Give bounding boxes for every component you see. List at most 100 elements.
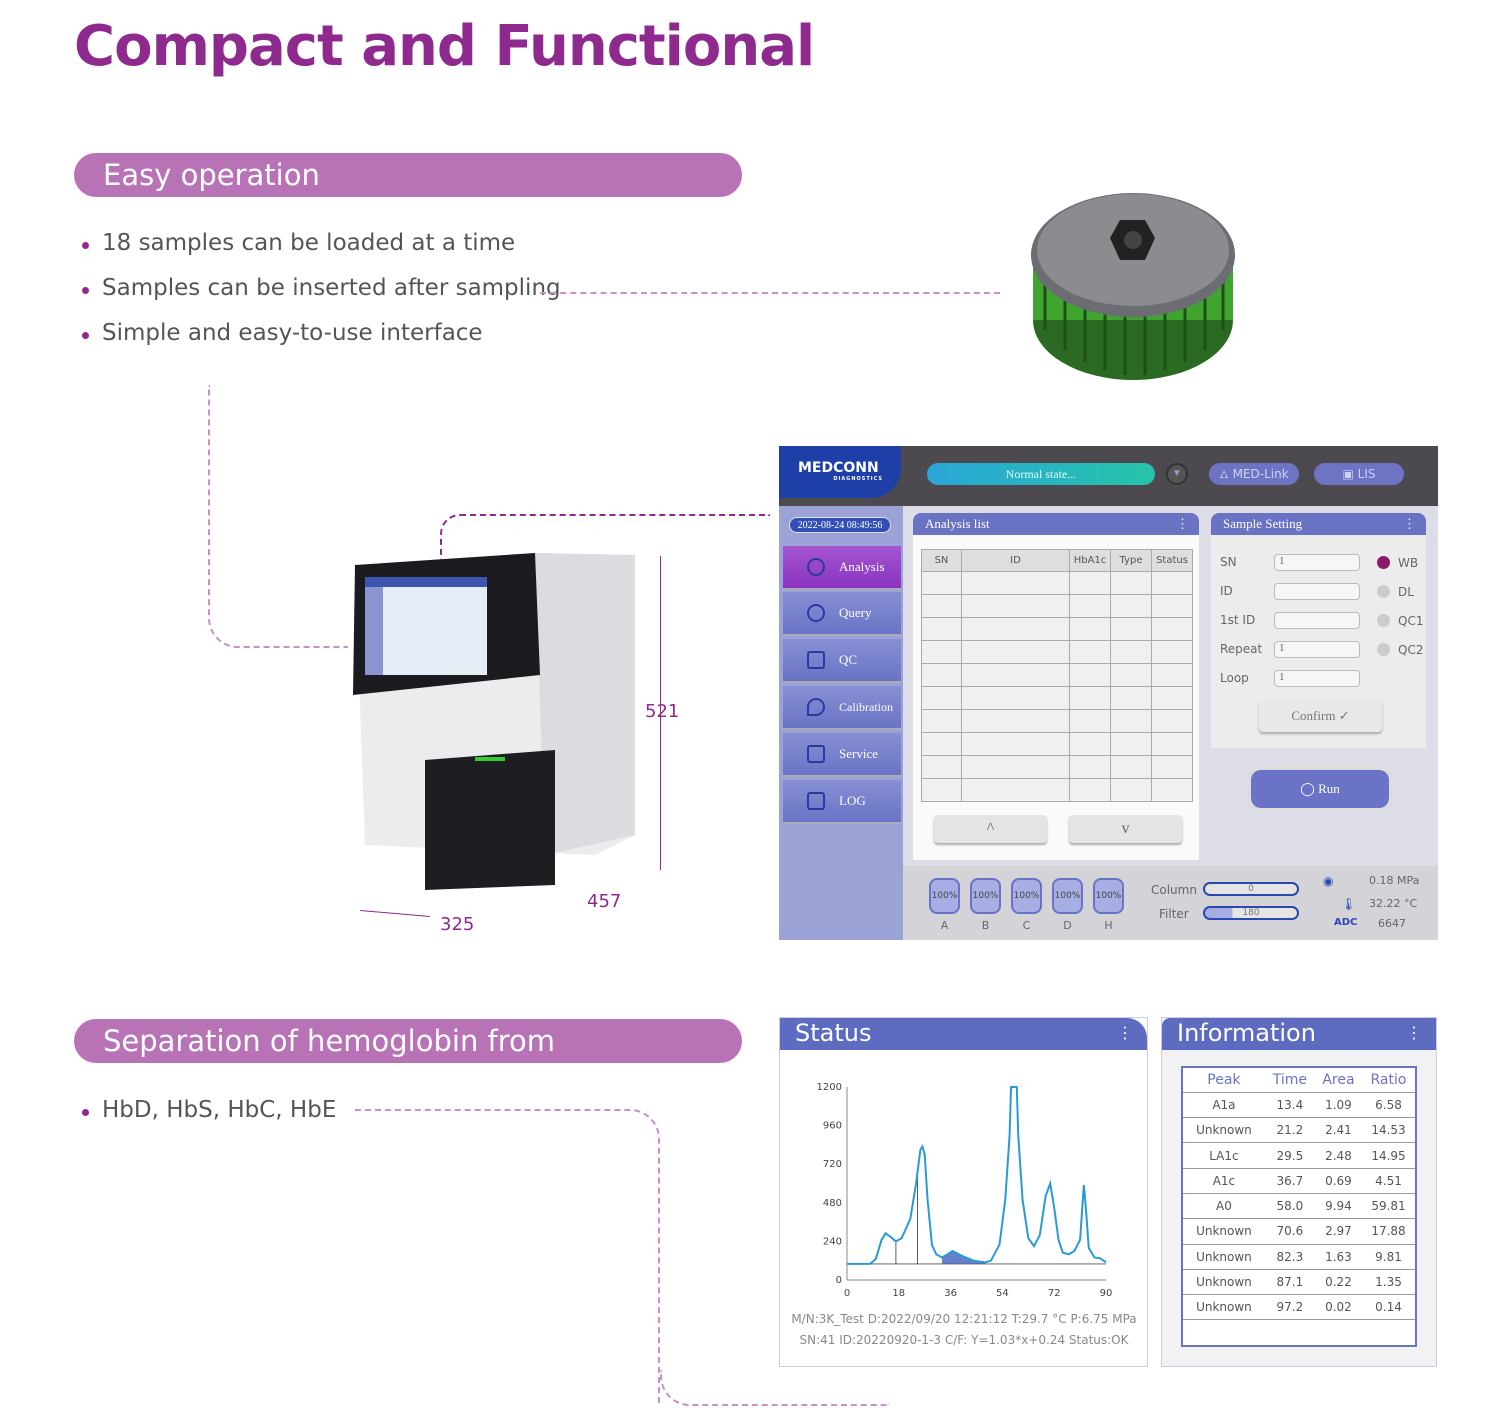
- connector-line: [208, 385, 348, 648]
- repeat-input[interactable]: 1: [1274, 641, 1360, 658]
- first-id-input[interactable]: [1274, 612, 1360, 629]
- run-button[interactable]: ◯ Run: [1251, 770, 1389, 808]
- height-dimension-line: [660, 556, 661, 870]
- radio-dl[interactable]: [1377, 585, 1390, 598]
- nav-query[interactable]: Query: [783, 592, 901, 636]
- dl-label: DL: [1398, 585, 1414, 599]
- x-tick-label: 0: [844, 1288, 850, 1299]
- reagent-label: A: [940, 919, 949, 932]
- id-label: ID: [1220, 584, 1233, 598]
- pressure-icon: ◉: [1323, 874, 1334, 888]
- qc-icon: [807, 651, 825, 669]
- confirm-button[interactable]: Confirm ✓: [1259, 700, 1382, 732]
- wb-label: WB: [1398, 556, 1419, 570]
- nav-qc[interactable]: QC: [783, 639, 901, 683]
- thermometer-icon: 🌡: [1341, 897, 1357, 911]
- dropdown-button[interactable]: ▼: [1166, 463, 1188, 485]
- loop-label: Loop: [1220, 671, 1249, 685]
- nav-analysis[interactable]: Analysis: [783, 546, 901, 590]
- lis-button[interactable]: ▣ LIS: [1314, 463, 1404, 485]
- sn-label: SN: [1220, 555, 1237, 569]
- card-title: Information: [1177, 1019, 1316, 1047]
- more-icon[interactable]: ⋮: [1117, 1023, 1133, 1042]
- temperature-value: 32.22 °C: [1369, 897, 1418, 910]
- filter-counter: 180: [1203, 906, 1299, 920]
- med-link-button[interactable]: ⛼ MED-Link: [1209, 463, 1299, 485]
- x-tick-label: 72: [1048, 1288, 1061, 1299]
- bullet: Simple and easy-to-use interface: [80, 320, 561, 365]
- width-dimension-line: [360, 909, 430, 918]
- run-meta: M/N:3K_Test D:2022/09/20 12:21:12 T:29.7…: [791, 1312, 1137, 1326]
- pressure-value: 0.18 MPa: [1369, 874, 1420, 887]
- radio-qc1[interactable]: [1377, 614, 1390, 627]
- reagent-b: 100%: [970, 878, 1001, 914]
- id-input[interactable]: [1274, 583, 1360, 600]
- bullet: 18 samples can be loaded at a time: [80, 230, 561, 275]
- width-dimension: 325: [440, 914, 475, 935]
- reagent-label: C: [1022, 919, 1031, 932]
- loop-input[interactable]: 1: [1274, 670, 1360, 687]
- x-tick-label: 36: [944, 1288, 957, 1299]
- y-tick-label: 1200: [817, 1082, 842, 1093]
- scroll-up-button[interactable]: ^: [934, 815, 1047, 843]
- reagent-c: 100%: [1011, 878, 1042, 914]
- x-tick-label: 54: [996, 1288, 1009, 1299]
- bullet: HbD, HbS, HbC, HbE: [80, 1097, 336, 1142]
- state-indicator: Normal state...: [927, 463, 1155, 485]
- adc-label: ADC: [1334, 917, 1358, 928]
- filter-label: Filter: [1159, 907, 1189, 921]
- feature-list: 18 samples can be loaded at a time Sampl…: [80, 230, 561, 365]
- page-title: Compact and Functional: [74, 14, 815, 79]
- datetime: 2022-08-24 08:49:56: [789, 517, 891, 533]
- service-icon: [807, 745, 825, 763]
- more-icon[interactable]: ⋮: [1176, 516, 1189, 531]
- nav-service[interactable]: Service: [783, 733, 901, 777]
- qc1-label: QC1: [1398, 614, 1424, 628]
- column-label: Column: [1151, 883, 1197, 897]
- reagent-label: B: [981, 919, 990, 932]
- search-icon: [807, 604, 825, 622]
- calibration-icon: [807, 698, 825, 716]
- repeat-label: Repeat: [1220, 642, 1263, 656]
- y-tick-label: 960: [823, 1121, 842, 1132]
- sn-input[interactable]: 1: [1274, 554, 1360, 571]
- scroll-down-button[interactable]: v: [1069, 815, 1182, 843]
- section-heading-easy-operation: Easy operation: [74, 153, 742, 197]
- qc2-label: QC2: [1398, 643, 1424, 657]
- reagent-label: D: [1063, 919, 1072, 932]
- more-icon[interactable]: ⋮: [1406, 1023, 1422, 1042]
- reagent-label: H: [1104, 919, 1113, 932]
- clipboard-icon: [807, 792, 825, 810]
- adc-value: 6647: [1378, 917, 1406, 930]
- connector-line: [540, 292, 1000, 294]
- bullet: Samples can be inserted after sampling: [80, 275, 561, 320]
- status-bar: 100%A 100%B 100%C 100%D 100%H Column 0 F…: [903, 866, 1438, 940]
- panel-title: Sample Setting: [1223, 516, 1303, 531]
- reagent-d: 100%: [1052, 878, 1083, 914]
- nav-log[interactable]: LOG: [783, 780, 901, 824]
- connector-line: [660, 1370, 890, 1406]
- more-icon[interactable]: ⋮: [1403, 516, 1416, 531]
- sample-rotor-image: [1031, 193, 1235, 380]
- radio-wb[interactable]: [1377, 556, 1390, 569]
- radio-qc2[interactable]: [1377, 643, 1390, 656]
- section-heading-separation: Separation of hemoglobin from interferen…: [74, 1019, 742, 1102]
- nav-calibration[interactable]: Calibration: [783, 686, 901, 730]
- y-tick-label: 0: [836, 1275, 842, 1286]
- analysis-icon: [807, 558, 825, 576]
- y-tick-label: 240: [823, 1236, 842, 1247]
- chromatogram-line: [847, 1086, 1107, 1265]
